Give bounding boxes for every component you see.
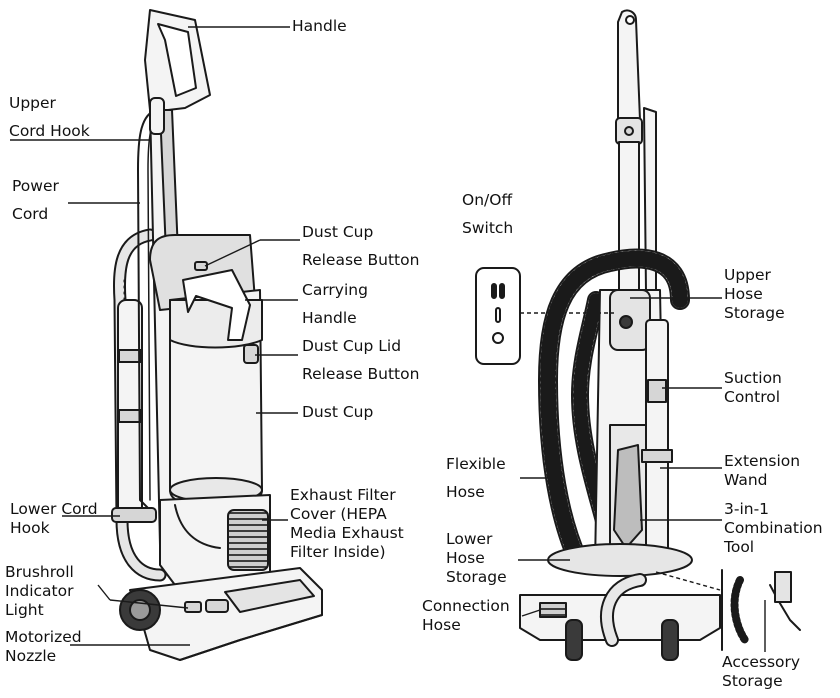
label-line: Media Exhaust bbox=[290, 524, 404, 542]
label-dust-cup-text: Dust Cup bbox=[302, 403, 374, 421]
label-line: Cover (HEPA bbox=[290, 505, 387, 523]
label-brushroll-indicator-light: Brushroll Indicator Light bbox=[5, 563, 74, 620]
label-suction-control: Suction Control bbox=[724, 369, 782, 407]
label-line: Lower bbox=[446, 530, 493, 548]
label-on-off-switch: On/Off Switch bbox=[462, 186, 513, 242]
label-line: Filter Inside) bbox=[290, 543, 386, 561]
label-line: Dust Cup Lid bbox=[302, 337, 402, 355]
label-line: Dust Cup bbox=[302, 223, 374, 241]
label-line: Storage bbox=[724, 304, 785, 322]
label-line: Brushroll bbox=[5, 563, 74, 581]
label-line: Accessory bbox=[722, 653, 801, 671]
label-line: Upper bbox=[9, 94, 56, 112]
label-lower-hose-storage: Lower Hose Storage bbox=[446, 530, 507, 587]
label-upper-cord-hook: Upper Cord Hook bbox=[9, 89, 90, 145]
label-dust-cup-lid-release-button: Dust Cup Lid Release Button bbox=[302, 332, 419, 388]
label-line: Storage bbox=[722, 672, 783, 690]
label-line: Suction bbox=[724, 369, 782, 387]
label-line: Release Button bbox=[302, 251, 420, 269]
label-line: Hose bbox=[724, 285, 763, 303]
label-line: On/Off bbox=[462, 191, 513, 209]
label-connection-hose: Connection Hose bbox=[422, 597, 510, 635]
label-line: Power bbox=[12, 177, 59, 195]
label-carrying-handle: Carrying Handle bbox=[302, 276, 368, 332]
label-line: Cord Hook bbox=[9, 122, 90, 140]
label-accessory-storage: Accessory Storage bbox=[722, 653, 800, 691]
label-line: Cord bbox=[12, 205, 49, 223]
label-flexible-hose: Flexible Hose bbox=[446, 450, 506, 506]
label-line: Handle bbox=[302, 309, 357, 327]
label-exhaust-filter-cover: Exhaust Filter Cover (HEPA Media Exhaust… bbox=[290, 486, 404, 562]
label-upper-hose-storage: Upper Hose Storage bbox=[724, 266, 785, 323]
label-motorized-nozzle: Motorized Nozzle bbox=[5, 628, 82, 666]
label-line: Storage bbox=[446, 568, 507, 586]
label-line: 3-in-1 bbox=[724, 500, 770, 518]
label-line: Indicator bbox=[5, 582, 74, 600]
label-extension-wand: Extension Wand bbox=[724, 452, 800, 490]
label-line: Hose bbox=[446, 483, 485, 501]
label-power-cord: Power Cord bbox=[12, 172, 59, 228]
label-handle-text: Handle bbox=[292, 17, 347, 35]
label-line: Motorized bbox=[5, 628, 82, 646]
label-line: Carrying bbox=[302, 281, 368, 299]
label-line: Control bbox=[724, 388, 781, 406]
label-line: Light bbox=[5, 601, 44, 619]
label-line: Nozzle bbox=[5, 647, 57, 665]
label-combination-tool: 3-in-1 Combination Tool bbox=[724, 500, 823, 557]
back-view-vacuum bbox=[475, 9, 801, 661]
label-line: Switch bbox=[462, 219, 514, 237]
label-line: Flexible bbox=[446, 455, 506, 473]
label-line: Hose bbox=[422, 616, 461, 634]
label-line: Combination bbox=[724, 519, 823, 537]
label-line: Hose bbox=[446, 549, 485, 567]
label-line: Wand bbox=[724, 471, 768, 489]
leader-lines bbox=[10, 26, 766, 652]
label-line: Tool bbox=[724, 538, 755, 556]
label-dust-cup: Dust Cup bbox=[302, 403, 373, 422]
front-view-vacuum bbox=[111, 9, 323, 661]
label-line: Lower Cord bbox=[10, 500, 98, 518]
label-dust-cup-release-button: Dust Cup Release Button bbox=[302, 218, 419, 274]
label-line: Hook bbox=[10, 519, 50, 537]
label-line: Upper bbox=[724, 266, 771, 284]
label-line: Extension bbox=[724, 452, 801, 470]
label-line: Release Button bbox=[302, 365, 420, 383]
label-lower-cord-hook: Lower Cord Hook bbox=[10, 500, 98, 538]
label-line: Exhaust Filter bbox=[290, 486, 396, 504]
label-line: Connection bbox=[422, 597, 510, 615]
label-handle: Handle bbox=[292, 17, 347, 36]
